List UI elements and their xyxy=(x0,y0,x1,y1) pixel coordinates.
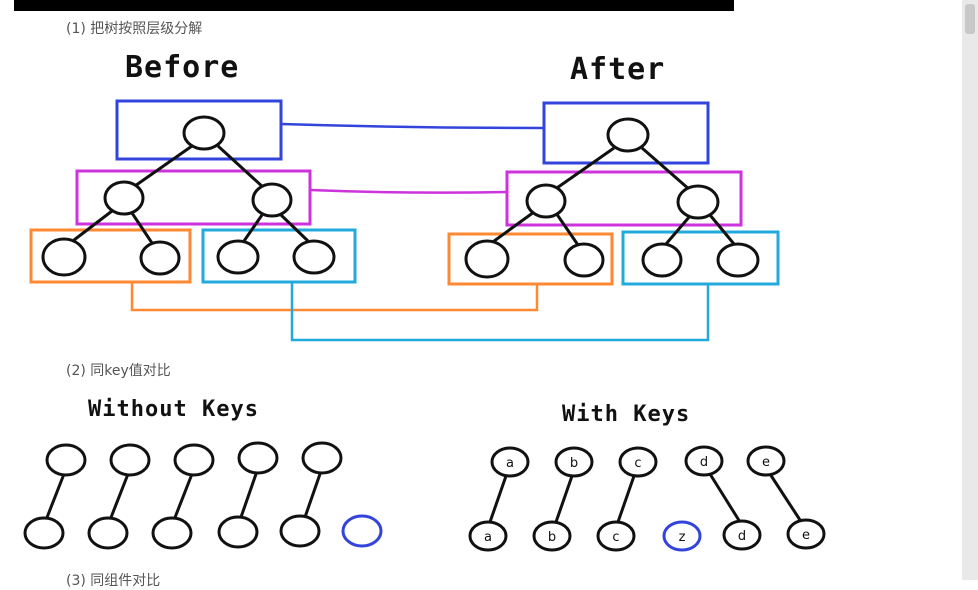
edge xyxy=(73,209,113,242)
edge xyxy=(553,146,615,192)
keyed-node xyxy=(684,445,724,477)
section-2-label: (2) 同key值对比 xyxy=(66,363,171,379)
keyed-node xyxy=(468,520,508,552)
node-key-label: a xyxy=(484,530,492,545)
before-left-group-box xyxy=(29,228,192,284)
edge xyxy=(302,473,322,521)
node-key-label: a xyxy=(506,456,514,471)
edge xyxy=(172,473,194,521)
edge xyxy=(242,214,264,242)
edge xyxy=(216,144,266,190)
node-key-label: d xyxy=(738,529,746,544)
section-1-label: (1) 把树按照层级分解 xyxy=(66,21,203,37)
keyed-node xyxy=(786,518,826,550)
edge xyxy=(130,212,154,244)
node-key-label: z xyxy=(679,530,686,545)
list-node xyxy=(87,516,129,550)
with-keys-heading: With Keys xyxy=(562,402,691,427)
tree-node xyxy=(41,237,87,277)
new-keyed-node xyxy=(662,520,702,552)
after-level-1-box xyxy=(542,101,710,165)
tree-node xyxy=(292,239,336,275)
keyed-node xyxy=(746,445,786,477)
edge xyxy=(664,215,692,245)
list-node xyxy=(173,443,215,477)
edge xyxy=(616,475,636,523)
list-node xyxy=(279,514,321,548)
node-key-label: c xyxy=(612,530,619,545)
tree-node xyxy=(216,239,260,275)
node-key-label: e xyxy=(802,528,810,543)
edge xyxy=(708,473,742,523)
edge xyxy=(278,212,310,243)
edge xyxy=(238,473,258,521)
keyed-node xyxy=(618,446,658,478)
node-key-label: b xyxy=(570,456,578,471)
edge xyxy=(554,475,574,523)
left-group-connector xyxy=(130,282,539,312)
node-key-label: e xyxy=(762,455,770,470)
edge xyxy=(131,144,193,190)
scrollbar[interactable] xyxy=(962,0,978,580)
tree-node xyxy=(641,242,683,278)
edge xyxy=(44,473,66,521)
tree-node xyxy=(676,184,720,220)
tree-node xyxy=(182,115,226,151)
scrollbar-thumb[interactable] xyxy=(965,4,975,34)
tree-node xyxy=(139,240,181,276)
list-node xyxy=(45,443,87,477)
right-group-connector xyxy=(290,282,710,342)
without-keys-heading: Without Keys xyxy=(88,397,259,422)
tree-node xyxy=(464,239,510,279)
list-node xyxy=(301,441,343,475)
edge xyxy=(708,214,736,245)
keyed-node xyxy=(490,446,530,478)
tree-node xyxy=(525,183,567,219)
after-left-group-box xyxy=(447,232,614,286)
before-heading: Before xyxy=(125,50,240,85)
list-node xyxy=(109,443,151,477)
tree-node xyxy=(563,242,605,278)
keyed-node xyxy=(596,520,636,552)
level-2-connector xyxy=(309,188,508,194)
after-level-2-box xyxy=(505,170,743,227)
new-list-node xyxy=(341,514,383,548)
after-right-group-box xyxy=(621,230,780,286)
after-heading: After xyxy=(570,52,666,87)
level-1-connector xyxy=(280,122,545,130)
top-bar xyxy=(14,0,734,11)
list-node xyxy=(217,515,259,549)
node-key-label: b xyxy=(548,530,556,545)
edge xyxy=(554,212,580,246)
edge xyxy=(641,146,691,192)
tree-node xyxy=(103,180,145,216)
before-level-1-box xyxy=(115,99,283,161)
edge xyxy=(768,473,802,521)
keyed-node xyxy=(532,520,572,552)
before-level-2-box xyxy=(75,169,312,226)
keyed-node xyxy=(554,446,594,478)
list-node xyxy=(237,441,279,475)
edge xyxy=(488,475,508,523)
tree-node xyxy=(716,242,760,278)
keyed-node xyxy=(722,519,762,551)
node-key-label: d xyxy=(700,455,708,470)
node-key-label: c xyxy=(634,456,641,471)
tree-node xyxy=(251,182,293,218)
before-right-group-box xyxy=(201,228,357,284)
edge xyxy=(489,210,535,246)
edge xyxy=(108,473,130,521)
list-node xyxy=(151,516,193,550)
list-node xyxy=(23,516,65,550)
tree-node xyxy=(606,117,650,153)
